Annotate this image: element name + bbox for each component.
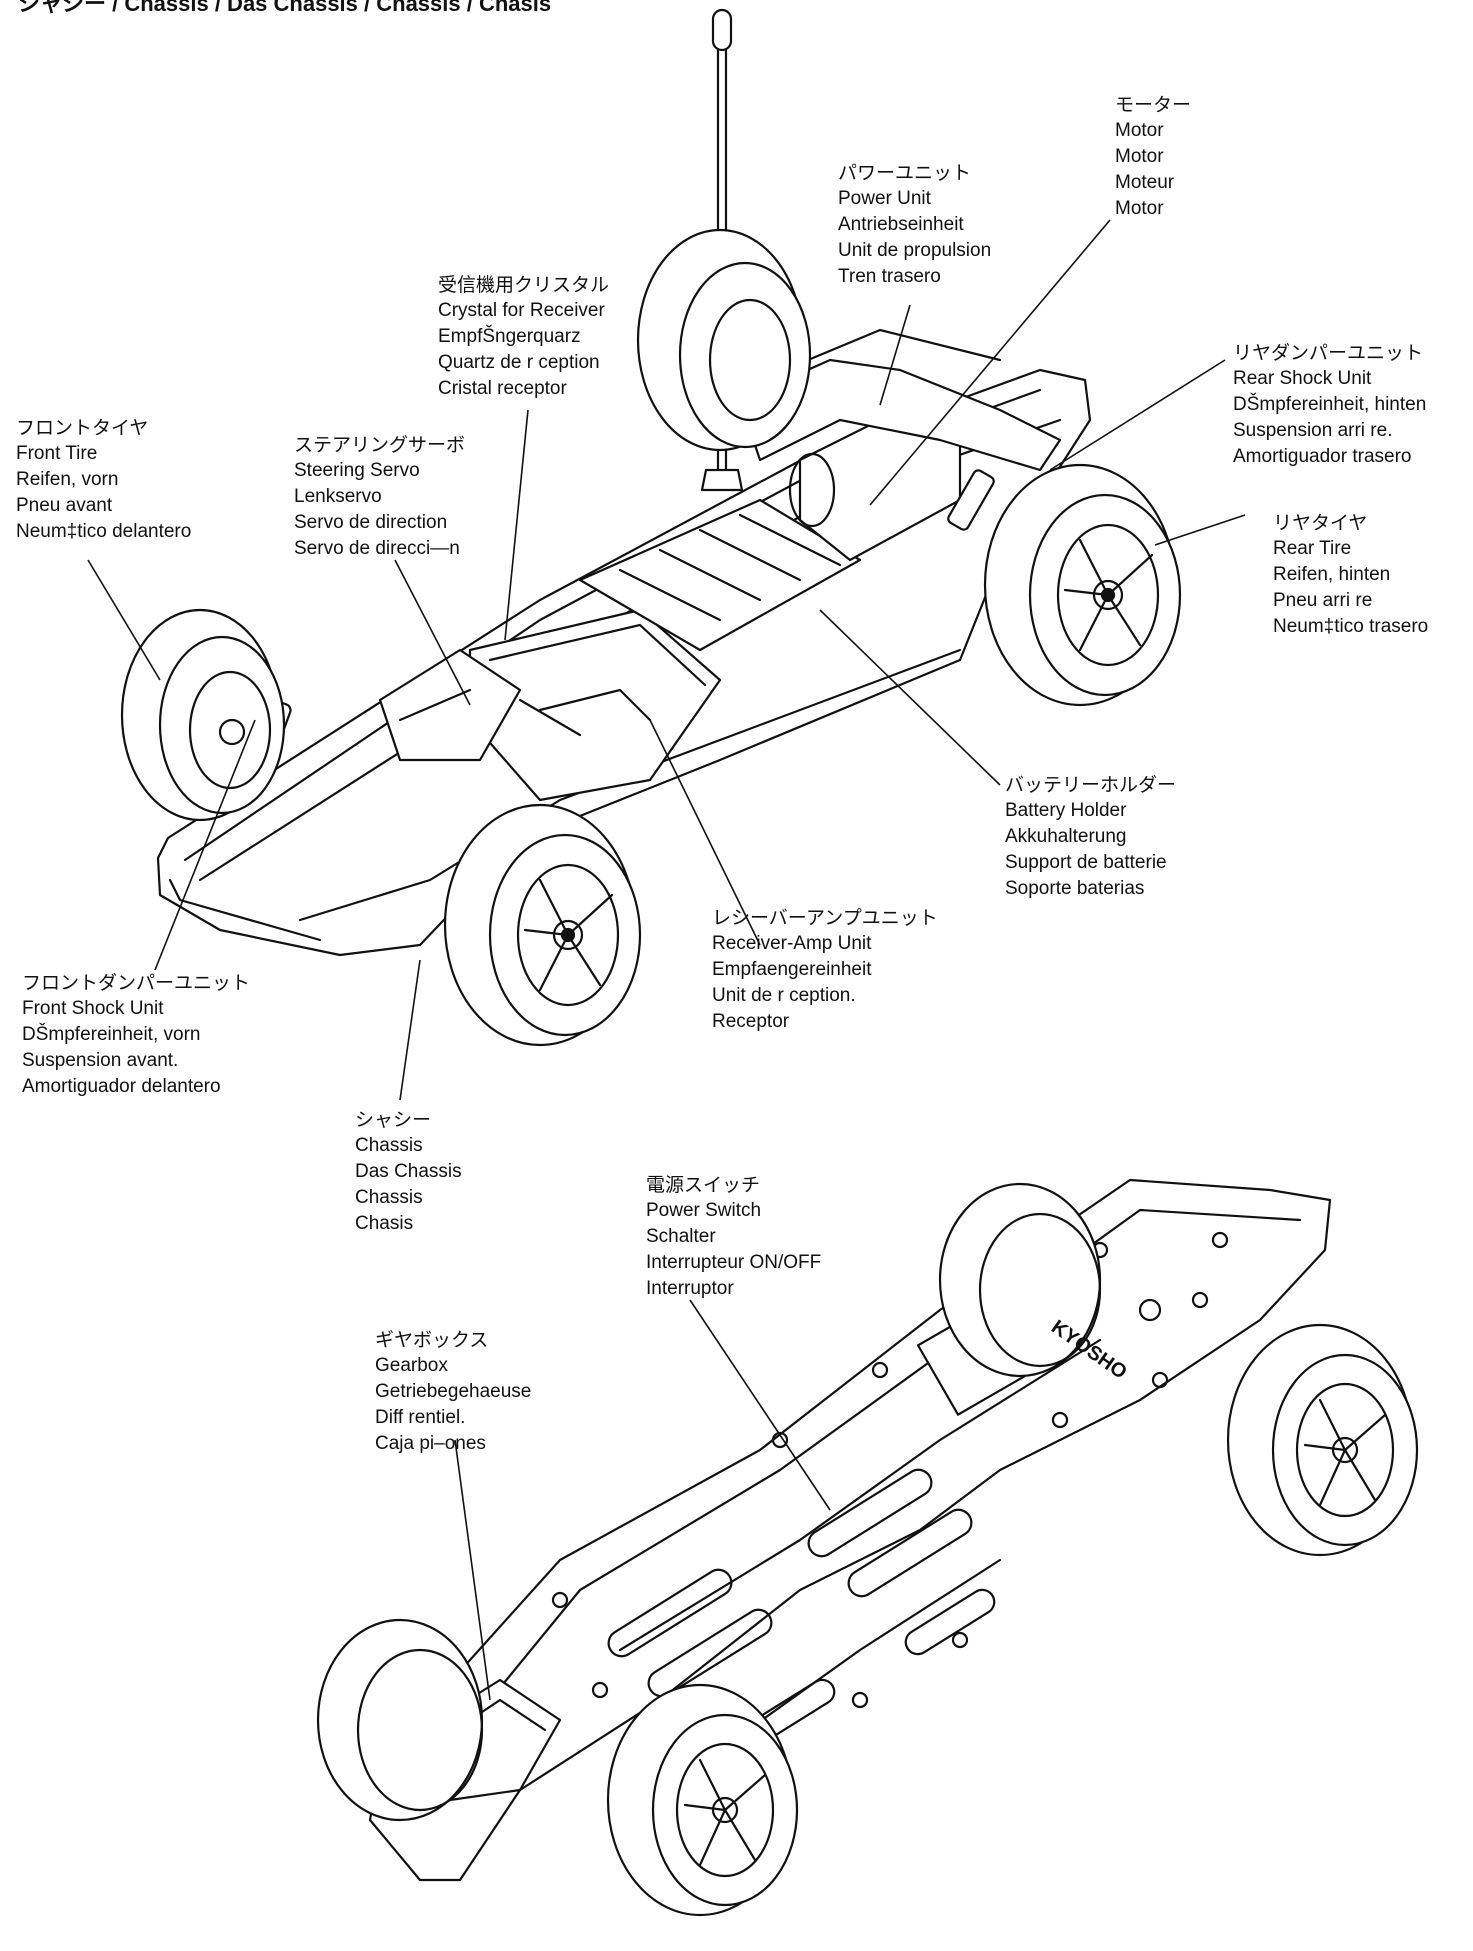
underside-front-left-wheel — [316, 1618, 484, 1822]
leader-front-shock — [154, 719, 256, 971]
underside-rear-right-wheel — [1226, 1323, 1419, 1557]
underside-rear-left-wheel — [938, 1182, 1102, 1378]
leader-rear-shock — [1049, 359, 1226, 471]
leader-crystal — [504, 409, 529, 641]
rear-right-wheel — [983, 463, 1182, 707]
leader-receiver-amp — [649, 719, 761, 946]
leader-power-switch — [689, 1299, 831, 1511]
leader-chassis — [399, 959, 421, 1101]
leader-rear-tire — [1154, 514, 1246, 546]
chassis-underside — [368, 1178, 1332, 1882]
page-title: シャシー / Chassis / Das Chassis / Chassis /… — [18, 0, 552, 16]
underside-front-right-wheel — [606, 1683, 799, 1917]
leader-steering-servo — [394, 559, 471, 706]
battery-tray — [578, 498, 862, 652]
rear-shock — [947, 469, 995, 531]
leader-gearbox — [454, 1439, 491, 1701]
rear-left-wheel — [636, 228, 812, 452]
leader-battery-holder — [819, 609, 1001, 786]
front-right-wheel — [443, 803, 642, 1047]
leader-motor — [869, 219, 1111, 506]
leader-front-tire — [87, 559, 161, 681]
leader-power-unit — [879, 304, 911, 406]
front-left-wheel — [120, 608, 286, 822]
